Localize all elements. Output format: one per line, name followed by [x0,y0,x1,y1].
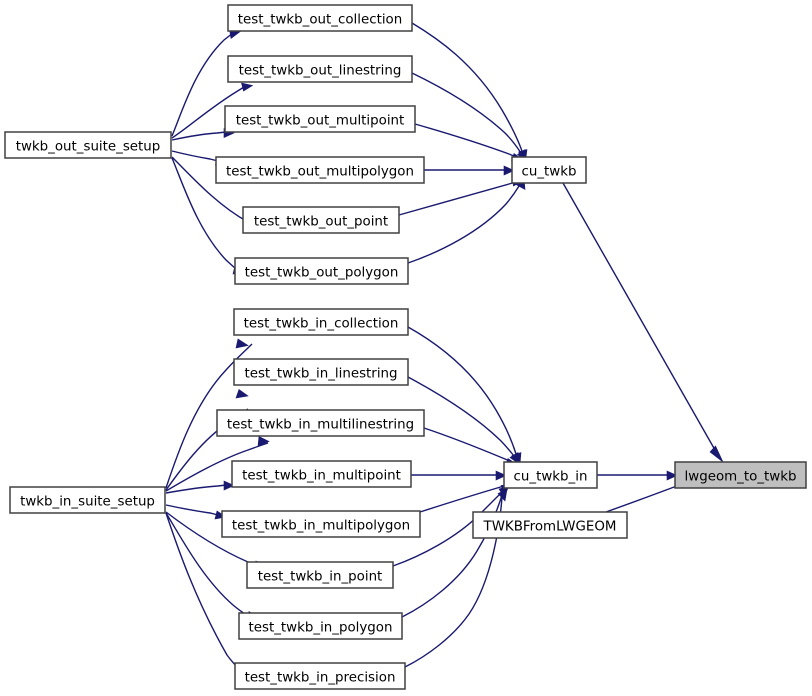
arrowhead-icon [235,389,249,399]
edge-test_twkb_out_point-to-cu_twkb [398,181,517,216]
node-label-test_twkb_in_linestring: test_twkb_in_linestring [244,367,397,382]
node-test_twkb_out_multipolygon[interactable]: test_twkb_out_multipolygon [215,156,425,184]
arrowhead-icon [709,445,724,463]
node-label-test_twkb_in_point: test_twkb_in_point [258,570,383,585]
node-label-test_twkb_out_linestring: test_twkb_out_linestring [239,64,402,79]
node-cu_twkb_in[interactable]: cu_twkb_in [503,461,598,489]
edge-test_twkb_out_linestring-to-cu_twkb [411,72,522,154]
node-box-cu_twkb_in[interactable] [503,461,598,489]
arrowhead-icon [257,436,270,447]
node-test_twkb_in_linestring[interactable]: test_twkb_in_linestring [233,358,409,386]
node-box-test_twkb_in_linestring[interactable] [233,358,409,386]
node-test_twkb_out_polygon[interactable]: test_twkb_out_polygon [234,257,409,285]
arrowhead-icon [241,82,254,92]
node-label-cu_twkb_in: cu_twkb_in [514,470,588,485]
node-test_twkb_in_precision[interactable]: test_twkb_in_precision [234,662,406,690]
node-test_twkb_in_point[interactable]: test_twkb_in_point [246,561,394,589]
edge-test_twkb_in_multilinestring-to-cu_twkb_in [423,427,513,463]
edge-cu_twkb-to-lwgeom_to_twkb [562,182,720,458]
node-box-lwgeom_to_twkb[interactable] [674,461,807,489]
node-test_twkb_out_linestring[interactable]: test_twkb_out_linestring [227,55,413,83]
node-label-test_twkb_in_multipoint: test_twkb_in_multipoint [242,469,401,484]
node-box-test_twkb_out_multipolygon[interactable] [215,156,425,184]
node-test_twkb_in_multipolygon[interactable]: test_twkb_in_multipolygon [221,510,421,538]
node-box-test_twkb_out_collection[interactable] [227,4,413,32]
node-label-test_twkb_out_polygon: test_twkb_out_polygon [245,266,399,281]
node-test_twkb_in_multilinestring[interactable]: test_twkb_in_multilinestring [216,409,425,437]
node-label-twkb_out_suite_setup: twkb_out_suite_setup [16,140,161,155]
edge-test_twkb_in_polygon-to-cu_twkb_in [401,491,504,618]
edge-twkb_out_suite_setup-to-test_twkb_out_multipolygon [171,150,219,162]
arrowhead-icon [495,470,507,481]
node-label-TWKBFromLWGEOM: TWKBFromLWGEOM [483,520,617,535]
edge-twkb_out_suite_setup-to-test_twkb_out_multipoint [171,131,227,141]
node-box-test_twkb_out_multipoint[interactable] [224,105,416,133]
node-test_twkb_in_collection[interactable]: test_twkb_in_collection [233,308,409,336]
node-test_twkb_in_polygon[interactable]: test_twkb_in_polygon [238,612,403,640]
edge-twkb_out_suite_setup-to-test_twkb_out_collection [171,32,234,137]
arrowhead-icon [666,470,678,481]
node-box-test_twkb_out_linestring[interactable] [227,55,413,83]
node-box-twkb_out_suite_setup[interactable] [4,131,172,159]
edge-twkb_in_suite_setup-to-test_twkb_in_multilinestring [165,442,269,492]
node-test_twkb_out_point[interactable]: test_twkb_out_point [242,206,400,234]
node-label-test_twkb_in_collection: test_twkb_in_collection [244,317,399,332]
edge-twkb_in_suite_setup-to-test_twkb_in_multipolygon [165,504,219,516]
node-label-test_twkb_in_multipolygon: test_twkb_in_multipolygon [232,519,410,534]
node-label-test_twkb_out_multipoint: test_twkb_out_multipoint [236,114,405,129]
node-label-test_twkb_in_polygon: test_twkb_in_polygon [249,621,393,636]
node-box-test_twkb_in_multilinestring[interactable] [216,409,425,437]
edge-test_twkb_out_multipoint-to-cu_twkb [414,123,517,158]
edge-test_twkb_out_collection-to-cu_twkb [411,22,523,152]
node-label-test_twkb_out_multipolygon: test_twkb_out_multipolygon [226,165,414,180]
node-box-test_twkb_out_polygon[interactable] [234,257,409,285]
node-label-test_twkb_in_multilinestring: test_twkb_in_multilinestring [227,418,414,433]
arrowhead-icon [223,480,235,491]
edge-twkb_in_suite_setup-to-test_twkb_in_collection [165,343,253,489]
node-label-test_twkb_out_collection: test_twkb_out_collection [238,13,402,28]
arrowhead-icon [503,165,515,176]
node-box-test_twkb_in_precision[interactable] [234,662,406,690]
edge-twkb_out_suite_setup-to-test_twkb_out_linestring [171,86,245,139]
arrowhead-icon [497,488,508,502]
node-box-cu_twkb[interactable] [511,156,587,184]
edge-twkb_out_suite_setup-to-test_twkb_out_polygon [171,157,237,270]
node-label-lwgeom_to_twkb: lwgeom_to_twkb [685,470,797,485]
node-lwgeom_to_twkb[interactable]: lwgeom_to_twkb [674,461,807,489]
edge-test_twkb_in_collection-to-cu_twkb_in [407,326,517,455]
node-cu_twkb[interactable]: cu_twkb [511,156,587,184]
node-box-test_twkb_out_point[interactable] [242,206,400,234]
node-label-test_twkb_in_precision: test_twkb_in_precision [245,671,396,686]
arrowhead-icon [235,338,249,349]
node-twkb_in_suite_setup[interactable]: twkb_in_suite_setup [9,486,166,514]
node-twkb_out_suite_setup[interactable]: twkb_out_suite_setup [4,131,172,159]
node-test_twkb_out_collection[interactable]: test_twkb_out_collection [227,4,413,32]
node-box-test_twkb_in_multipoint[interactable] [231,460,412,488]
edge-twkb_in_suite_setup-to-test_twkb_in_multipoint [165,484,227,494]
node-box-test_twkb_in_point[interactable] [246,561,394,589]
node-label-twkb_in_suite_setup: twkb_in_suite_setup [20,495,155,510]
arrowhead-icon [509,451,520,465]
node-test_twkb_in_multipoint[interactable]: test_twkb_in_multipoint [231,460,412,488]
node-box-twkb_in_suite_setup[interactable] [9,486,166,514]
node-label-cu_twkb: cu_twkb [521,165,576,180]
node-layer: twkb_out_suite_setup test_twkb_out_colle… [4,4,807,690]
node-test_twkb_out_multipoint[interactable]: test_twkb_out_multipoint [224,105,416,133]
node-box-TWKBFromLWGEOM[interactable] [472,511,628,539]
node-box-test_twkb_in_polygon[interactable] [238,612,403,640]
node-label-test_twkb_out_point: test_twkb_out_point [254,215,388,230]
node-box-test_twkb_in_collection[interactable] [233,308,409,336]
node-box-test_twkb_in_multipolygon[interactable] [221,510,421,538]
edge-test_twkb_out_polygon-to-cu_twkb [407,185,520,264]
edge-test_twkb_in_linestring-to-cu_twkb_in [407,376,515,457]
node-TWKBFromLWGEOM[interactable]: TWKBFromLWGEOM [472,511,628,539]
